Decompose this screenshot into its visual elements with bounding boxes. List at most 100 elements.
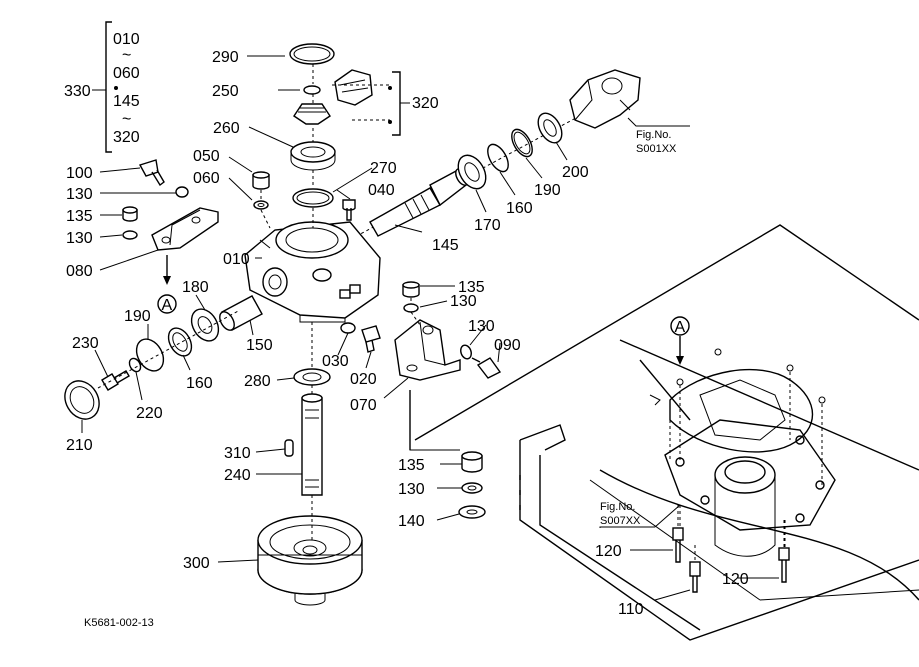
leader-lines — [81, 55, 779, 601]
spacer-135-a — [122, 206, 138, 222]
label-100: 100 — [66, 165, 93, 182]
label-030: 030 — [322, 353, 349, 370]
shaft-145 — [369, 168, 469, 237]
label-060: 060 — [193, 170, 220, 187]
svg-text:A: A — [675, 319, 686, 336]
label-130-e: 130 — [398, 481, 425, 498]
bolt-120-right — [778, 547, 790, 583]
label-130-a: 130 — [66, 186, 93, 203]
label-290: 290 — [212, 49, 239, 66]
label-050: 050 — [193, 148, 220, 165]
label-135-a: 135 — [66, 208, 93, 225]
label-160-right: 160 — [506, 200, 533, 217]
bolt-120-left — [672, 527, 684, 563]
bearing-260 — [290, 141, 336, 171]
washer-160-right — [487, 143, 509, 173]
label-320: 320 — [412, 95, 439, 112]
drawing-code: K5681-002-13 — [84, 617, 154, 629]
shim-270 — [292, 188, 334, 208]
bearing-180 — [190, 308, 220, 342]
label-210: 210 — [66, 437, 93, 454]
label-080: 080 — [66, 263, 93, 280]
label-145: 145 — [432, 237, 459, 254]
washer-130-a — [175, 186, 189, 198]
label-120-a: 120 — [595, 543, 622, 560]
bevel-gear-upper — [293, 103, 331, 125]
label-130-c: 130 — [450, 293, 477, 310]
part-labels: 330 010 ~ 060 145 ~ 320 290 250 320 260 … — [64, 31, 749, 618]
circlip-190-left — [135, 338, 165, 372]
label-060-top: 060 — [113, 65, 140, 82]
washer-250 — [303, 85, 321, 95]
washer-130-d — [460, 344, 472, 360]
bolt-040 — [342, 199, 356, 221]
label-250: 250 — [212, 83, 239, 100]
bolt-110 — [689, 561, 701, 593]
ref-a-frame: A — [670, 316, 690, 365]
label-300: 300 — [183, 555, 210, 572]
washer-160-left — [167, 327, 193, 357]
label-020: 020 — [350, 371, 377, 388]
label-260: 260 — [213, 120, 240, 137]
bolt-090 — [471, 357, 502, 379]
sleeve-150 — [219, 295, 263, 331]
gearbox-case-010 — [244, 221, 381, 323]
fig-ref-code: S001XX — [636, 143, 677, 155]
shaft-240 — [301, 393, 323, 496]
label-200: 200 — [562, 164, 589, 181]
bearing-280 — [293, 368, 331, 386]
bearing-200 — [537, 112, 563, 144]
spacer-stack-135-130-140 — [458, 451, 486, 519]
bolt-100 — [138, 159, 165, 187]
seal-290 — [289, 43, 335, 65]
bracket-070 — [394, 319, 461, 381]
label-130-b: 130 — [66, 230, 93, 247]
pulley-300 — [257, 515, 363, 606]
label-010-top: 010 — [113, 31, 140, 48]
label-140: 140 — [398, 513, 425, 530]
label-330: 330 — [64, 83, 91, 100]
fig-ref-s007xx: Fig.No. S007XX — [599, 501, 681, 528]
label-135-b: 135 — [458, 279, 485, 296]
label-240: 240 — [224, 467, 251, 484]
label-040: 040 — [368, 182, 395, 199]
label-270: 270 — [370, 160, 397, 177]
svg-text:A: A — [162, 297, 173, 314]
bevel-gear-side — [334, 69, 373, 106]
input-shaft-group: Fig.No. S001XX — [339, 69, 690, 246]
label-150: 150 — [246, 337, 273, 354]
spacer-135-b — [402, 281, 420, 298]
label-180: 180 — [182, 279, 209, 296]
washer-130-c — [403, 303, 419, 313]
fig-ref-title: Fig.No. — [600, 501, 635, 513]
washer-060 — [253, 200, 269, 210]
gearbox-housing-s001xx — [569, 69, 641, 129]
circlip-190-right — [511, 128, 533, 158]
washer-030 — [340, 322, 356, 334]
label-190-left: 190 — [124, 308, 151, 325]
label-160-left: 160 — [186, 375, 213, 392]
ref-a-left: A — [157, 255, 177, 314]
label-090: 090 — [494, 337, 521, 354]
bracket-080 — [151, 207, 219, 251]
fig-ref-s001xx: Fig.No. S001XX — [627, 117, 690, 155]
label-135-c: 135 — [398, 457, 425, 474]
label-220: 220 — [136, 405, 163, 422]
bolt-230 — [101, 370, 130, 391]
mower-deck-frame: Fig.No. S007XX A — [409, 224, 919, 641]
gear-stack-top — [289, 43, 390, 228]
label-280: 280 — [244, 373, 271, 390]
washer-130-b — [122, 230, 138, 240]
key-310 — [284, 439, 294, 457]
label-120-b: 120 — [722, 571, 749, 588]
plug-050 — [252, 171, 270, 190]
washer-220 — [128, 357, 142, 373]
label-190-right: 190 — [534, 182, 561, 199]
fig-ref-code: S007XX — [600, 515, 641, 527]
label-tilde-2: ~ — [122, 111, 131, 128]
label-310: 310 — [224, 445, 251, 462]
fig-ref-title: Fig.No. — [636, 129, 671, 141]
label-230: 230 — [72, 335, 99, 352]
label-110: 110 — [618, 601, 644, 618]
label-tilde-1: ~ — [122, 47, 131, 64]
